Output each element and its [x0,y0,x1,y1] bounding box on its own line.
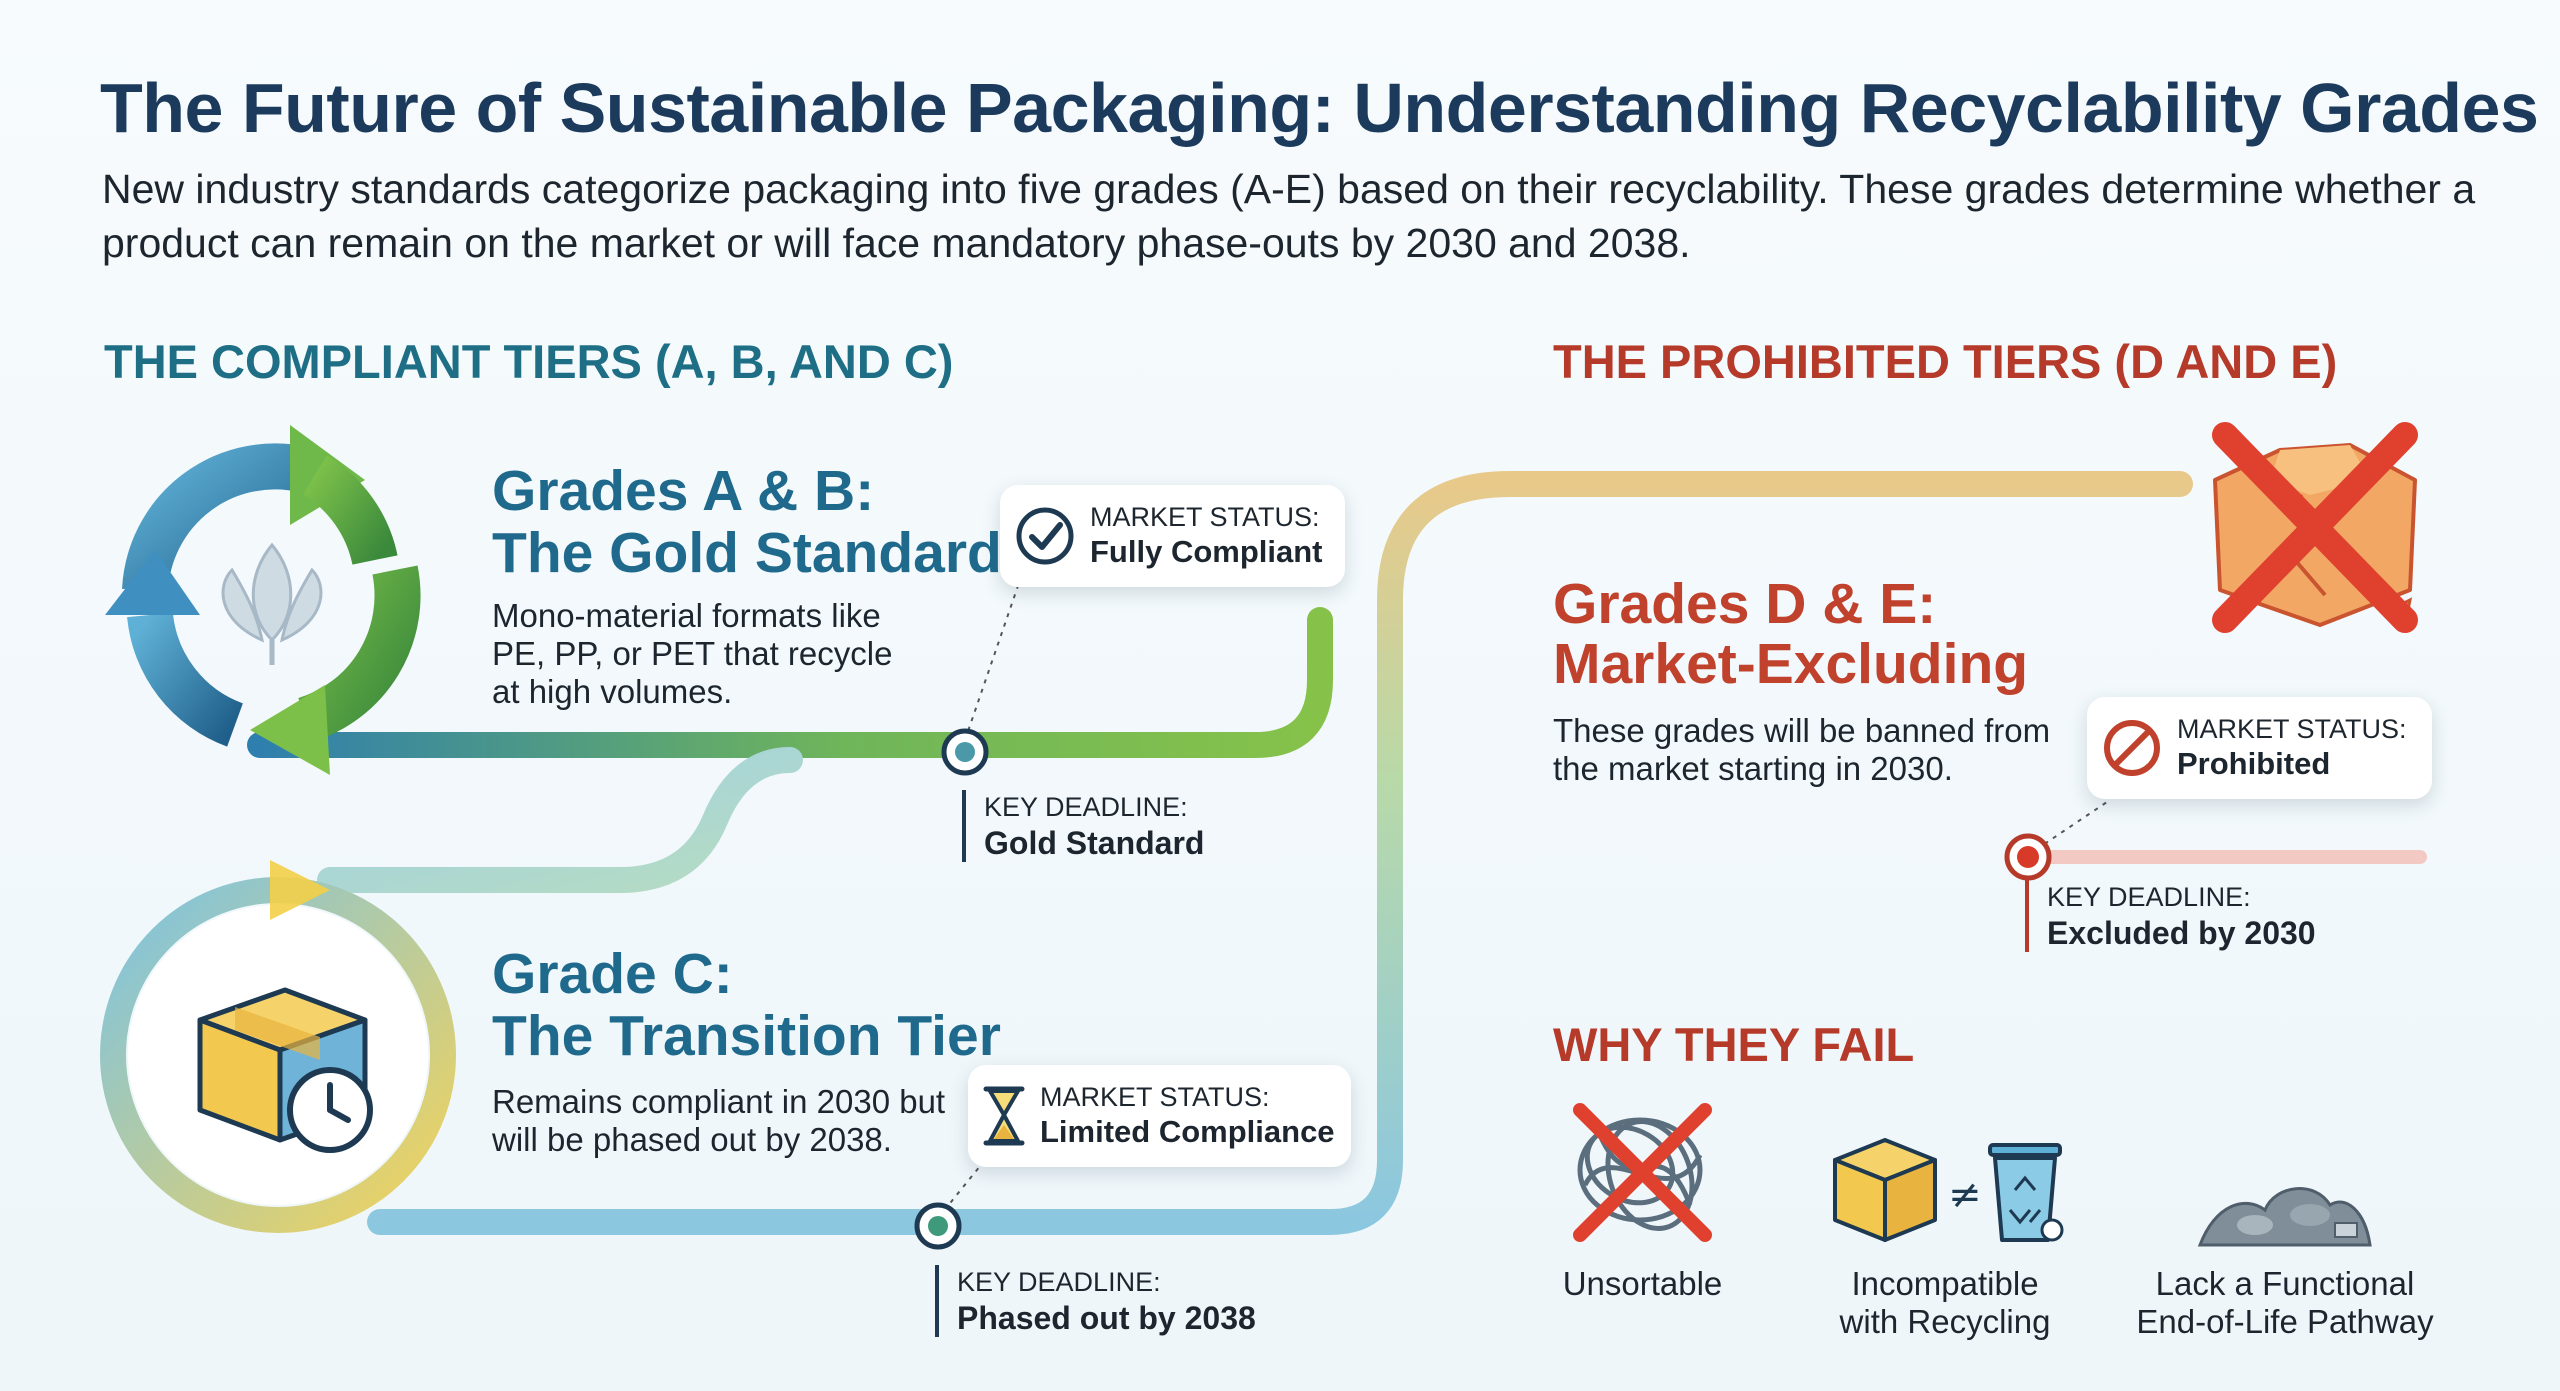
prohibited-icon [2087,717,2177,779]
transition-deadline-label: KEY DEADLINE: [957,1267,1161,1297]
transition-path [367,471,2193,1235]
gold-milestone-core [955,742,975,762]
prohibited-heading: THE PROHIBITED TIERS (D AND E) [1553,335,2338,388]
gold-leader [964,579,1021,741]
transition-deadline: KEY DEADLINE: Phased out by 2038 [935,1265,1256,1337]
transition-title-line2: The Transition Tier [492,1004,1001,1068]
prohibited-status-label: MARKET STATUS: [2177,714,2407,744]
prohibited-status-card: MARKET STATUS: Prohibited [2087,697,2432,799]
connector-path [317,747,803,893]
gold-title-line1: Grades A & B: [492,459,875,523]
gold-title-line2: The Gold Standard [492,521,1002,585]
reason-unsortable-line1: Unsortable [1562,1265,1723,1302]
prohibited-deadline-value: Excluded by 2030 [2047,915,2316,951]
page-subtitle: New industry standards categorize packag… [102,166,2476,266]
checkmark-circle-icon [1000,505,1090,567]
recycle-leaf-icon [75,400,470,800]
gold-status-label: MARKET STATUS: [1090,502,1320,532]
transition-milestone-core [928,1216,948,1236]
tangled-crossed-icon [1560,1095,1720,1245]
reason-unsortable: Unsortable [1520,1265,1765,1303]
box-clock-icon [190,975,380,1155]
ring-arrow [270,860,330,920]
prohibited-status-value: Prohibited [2177,746,2331,781]
reason-incompatible-line2: with Recycling [1839,1303,2051,1340]
prohibited-deadline-label: KEY DEADLINE: [2047,882,2251,912]
gold-deadline-value: Gold Standard [984,825,1205,861]
gold-description: Mono-material formats like PE, PP, or PE… [492,597,893,710]
reason-incompatible: Incompatible with Recycling [1810,1265,2080,1341]
reason-no-end-of-life-line1: Lack a Functional [2155,1265,2415,1302]
transition-title-line1: Grade C: [492,942,733,1006]
prohibited-deadline: KEY DEADLINE: Excluded by 2030 [2025,880,2316,952]
reason-no-end-of-life-line2: End-of-Life Pathway [2136,1303,2434,1340]
box-not-equal-bin-icon: ≠ [1830,1130,2070,1250]
prohibited-leader [2027,799,2111,856]
gold-path [247,607,1333,758]
prohibited-title-line1: Grades D & E: [1553,572,1937,636]
why-they-fail-heading: WHY THEY FAIL [1553,1018,1915,1071]
gold-status-card: MARKET STATUS: Fully Compliant [1000,485,1345,587]
transition-deadline-value: Phased out by 2038 [957,1300,1256,1336]
prohibited-description: These grades will be banned from the mar… [1553,712,2051,787]
waste-pile-icon [2195,1175,2375,1250]
hourglass-icon [968,1085,1040,1147]
gold-status-value: Fully Compliant [1090,534,1323,569]
prohibited-title-line2: Market-Excluding [1553,632,2029,696]
transition-status-value: Limited Compliance [1040,1114,1335,1149]
svg-text:≠: ≠ [1948,1172,1982,1218]
page-title: The Future of Sustainable Packaging: Und… [100,69,2539,147]
gold-deadline: KEY DEADLINE: Gold Standard [962,790,1204,862]
prohibited-milestone-core [2017,846,2039,868]
reason-incompatible-line1: Incompatible [1851,1265,2039,1302]
transition-status-label: MARKET STATUS: [1040,1082,1270,1112]
transition-status-card: MARKET STATUS: Limited Compliance [968,1065,1351,1167]
crossed-broken-box-icon [2200,420,2430,640]
transition-description: Remains compliant in 2030 but will be ph… [492,1083,946,1158]
reason-no-end-of-life: Lack a Functional End-of-Life Pathway [2120,1265,2450,1341]
compliant-heading: THE COMPLIANT TIERS (A, B, AND C) [104,335,954,388]
gold-deadline-label: KEY DEADLINE: [984,792,1188,822]
